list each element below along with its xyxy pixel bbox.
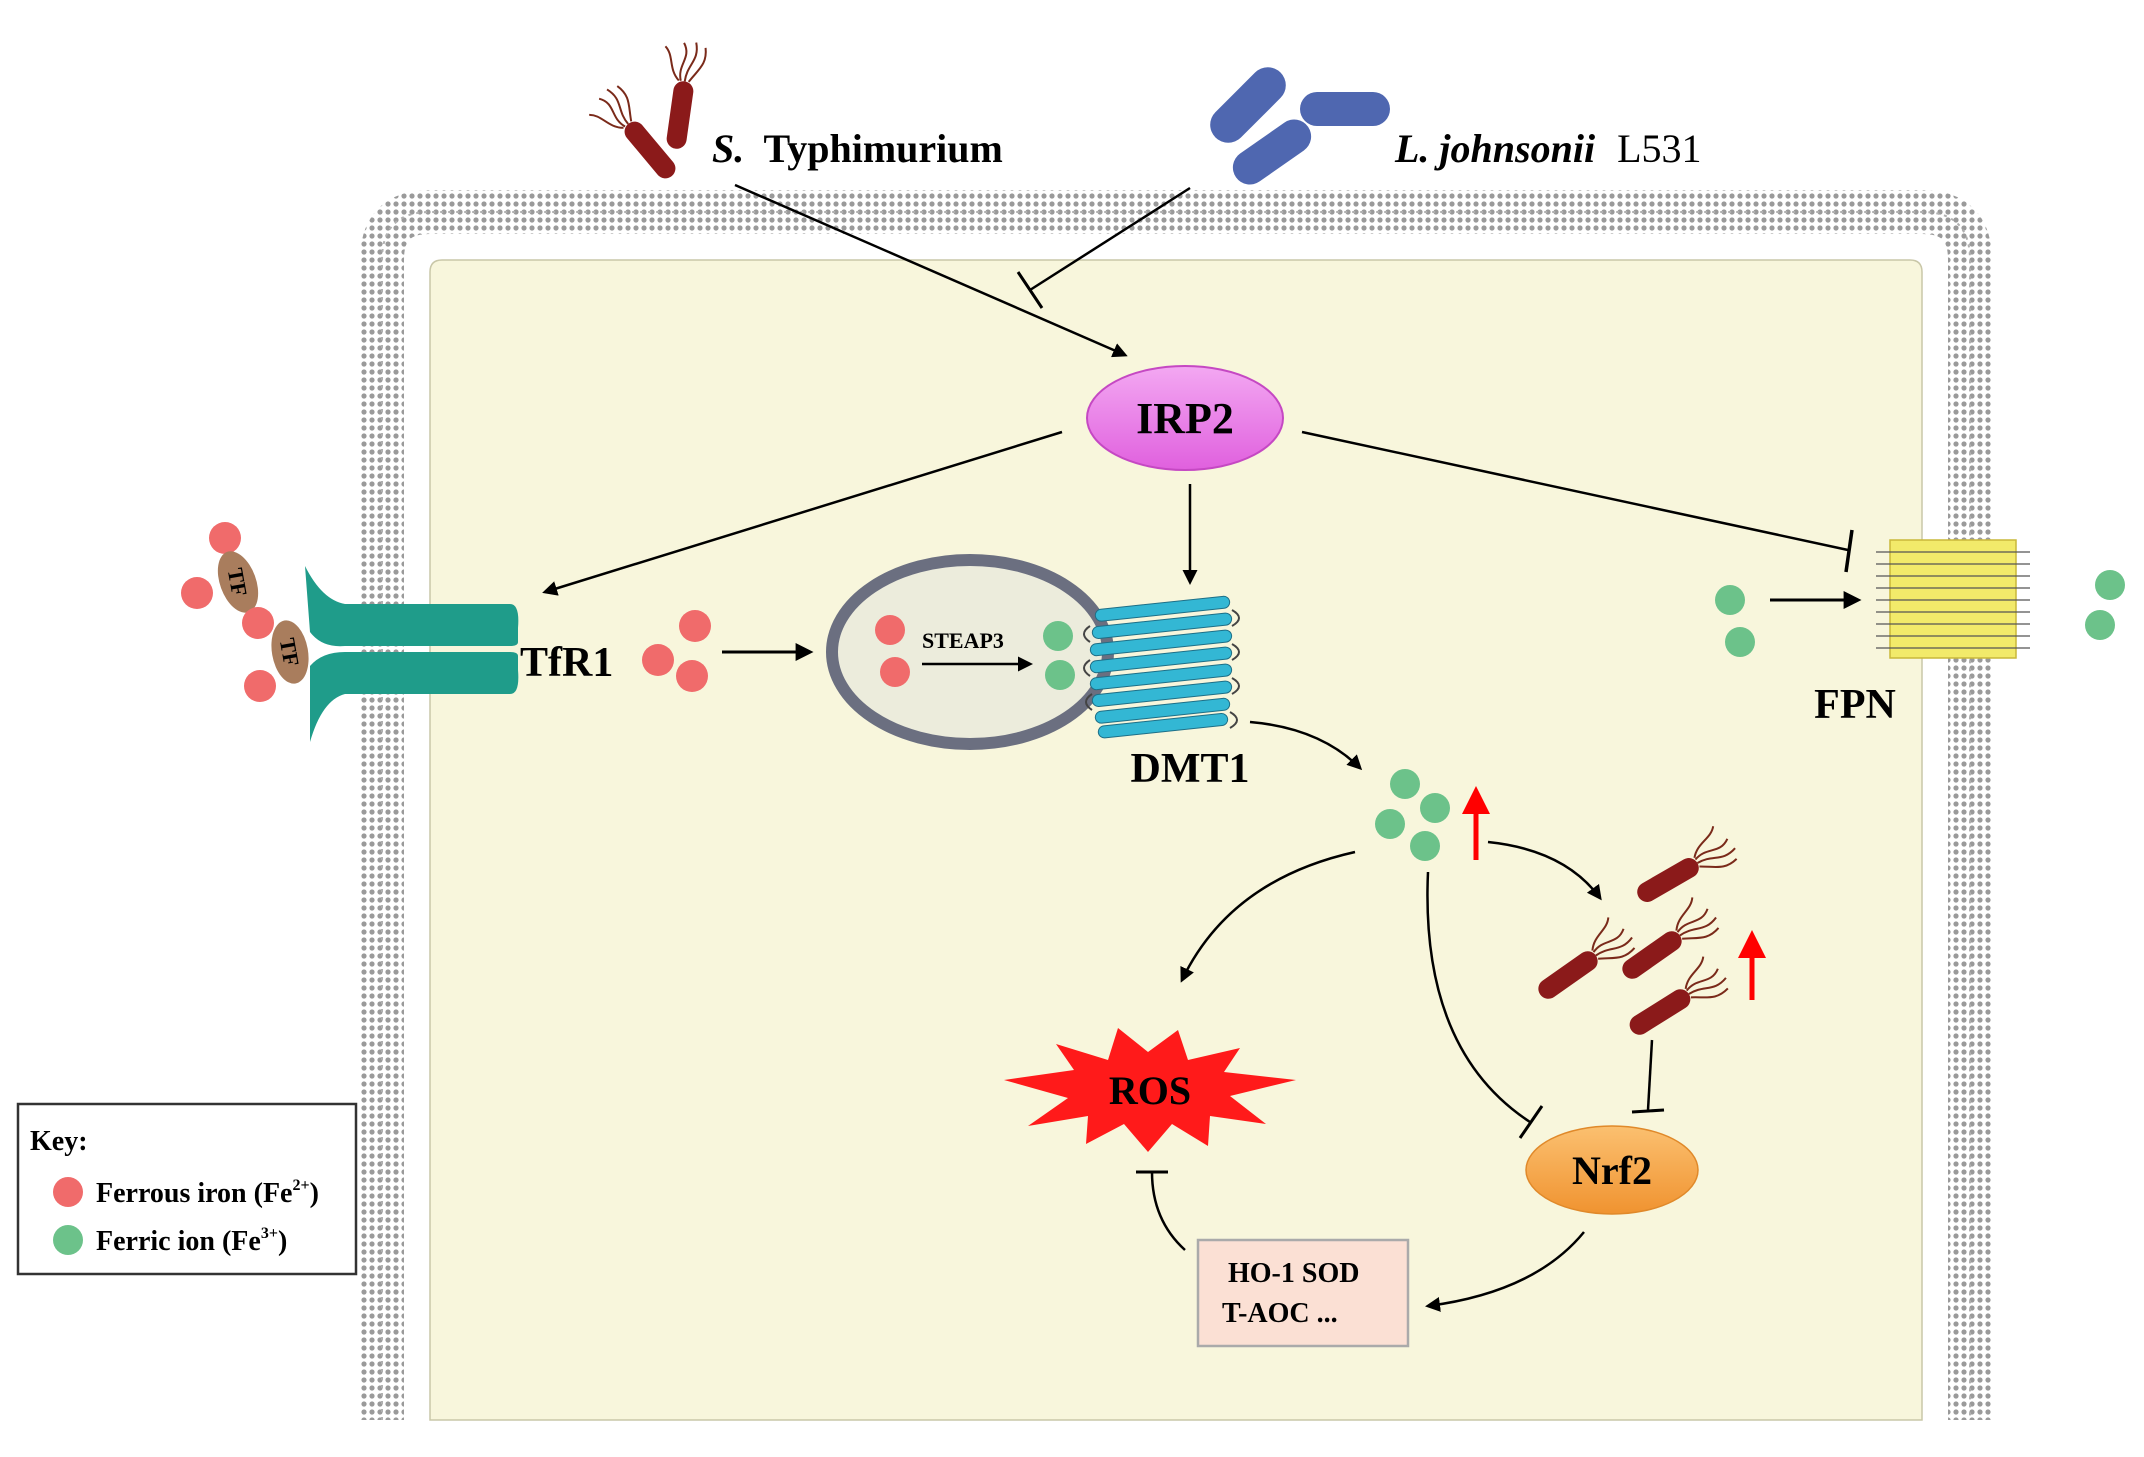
tfr1-label: TfR1 <box>520 640 613 686</box>
legend-title: Key: <box>30 1126 88 1157</box>
tfr1-receptor <box>305 566 519 742</box>
ros-burst <box>1004 1028 1296 1152</box>
legend-box: Key: Ferrous iron (Fe2+) Ferric ion (Fe3… <box>16 1102 358 1276</box>
tf-label-2: TF <box>275 636 305 668</box>
iron-to-bacteria-arrow <box>1487 840 1602 901</box>
bacteria-inhibits-nrf2 <box>1631 1039 1665 1114</box>
salmonella-to-irp2-arrow <box>734 183 1128 358</box>
nrf2-node <box>1525 1125 1699 1215</box>
lactobacillus-inhibits-arrow <box>1016 186 1191 309</box>
iron-to-ros-arrow <box>1180 850 1356 983</box>
ferric-ion-fpn-in <box>1715 585 1745 615</box>
cytoplasm <box>429 259 1923 1421</box>
legend-ferric-label: Ferric ion (Fe3+) <box>96 1225 287 1257</box>
nrf2-label: Nrf2 <box>1572 1148 1652 1193</box>
ferric-ion-fpn-in <box>1725 627 1755 657</box>
legend-ferrous-label: Ferrous iron (Fe2+) <box>96 1177 319 1209</box>
up-arrow-iron <box>1462 786 1490 860</box>
dmt1-transporter <box>1083 595 1240 739</box>
nrf2-to-antioxidants-arrow <box>1425 1231 1585 1312</box>
tf-label-1: TF <box>223 566 253 598</box>
irp2-node <box>1086 365 1284 471</box>
salmonella-icon <box>583 37 709 193</box>
dmt1-label: DMT1 <box>1131 746 1250 792</box>
legend-ferric-swatch <box>53 1225 83 1255</box>
fpn-transporter <box>1876 539 2030 659</box>
cell-membrane <box>360 190 1992 1420</box>
ferric-iron-pool <box>1375 769 1450 861</box>
antioxidants-inhibit-ros <box>1136 1170 1186 1251</box>
dmt1-to-ferric-pool-arrow <box>1249 720 1363 771</box>
ferric-ion-fpn-out <box>2095 570 2125 600</box>
legend-ferrous-swatch <box>53 1177 83 1207</box>
irp2-inhibits-fpn-arrow <box>1301 430 1854 573</box>
steap3-label: STEAP3 <box>922 628 1004 653</box>
ferrous-ion-endosome <box>880 657 910 687</box>
ros-label: ROS <box>1109 1068 1191 1113</box>
salmonella-label: S. Typhimurium <box>712 126 1003 171</box>
ferric-ion-endosome <box>1043 621 1073 651</box>
ferrous-iron-cluster-tfr1 <box>642 610 711 692</box>
antioxidant-box <box>1196 1238 1410 1348</box>
antioxidant-line2: T-AOC ... <box>1222 1298 1338 1329</box>
iron-inhibits-nrf2 <box>1426 871 1544 1139</box>
ferric-ion-fpn-out <box>2085 610 2115 640</box>
fpn-label: FPN <box>1814 682 1896 728</box>
ferric-ion-endosome <box>1045 660 1075 690</box>
antioxidant-line1: HO-1 SOD <box>1228 1258 1359 1289</box>
lactobacillus-label: L. johnsonii L531 <box>1394 126 1702 171</box>
lactobacillus-icon <box>1210 67 1390 185</box>
transferrin-complex: TF TF <box>181 522 309 702</box>
irp2-to-tfr1-arrow <box>542 430 1063 596</box>
irp2-label: IRP2 <box>1136 394 1234 443</box>
up-arrow-bacteria <box>1738 930 1766 1000</box>
ferrous-ion-endosome <box>875 615 905 645</box>
